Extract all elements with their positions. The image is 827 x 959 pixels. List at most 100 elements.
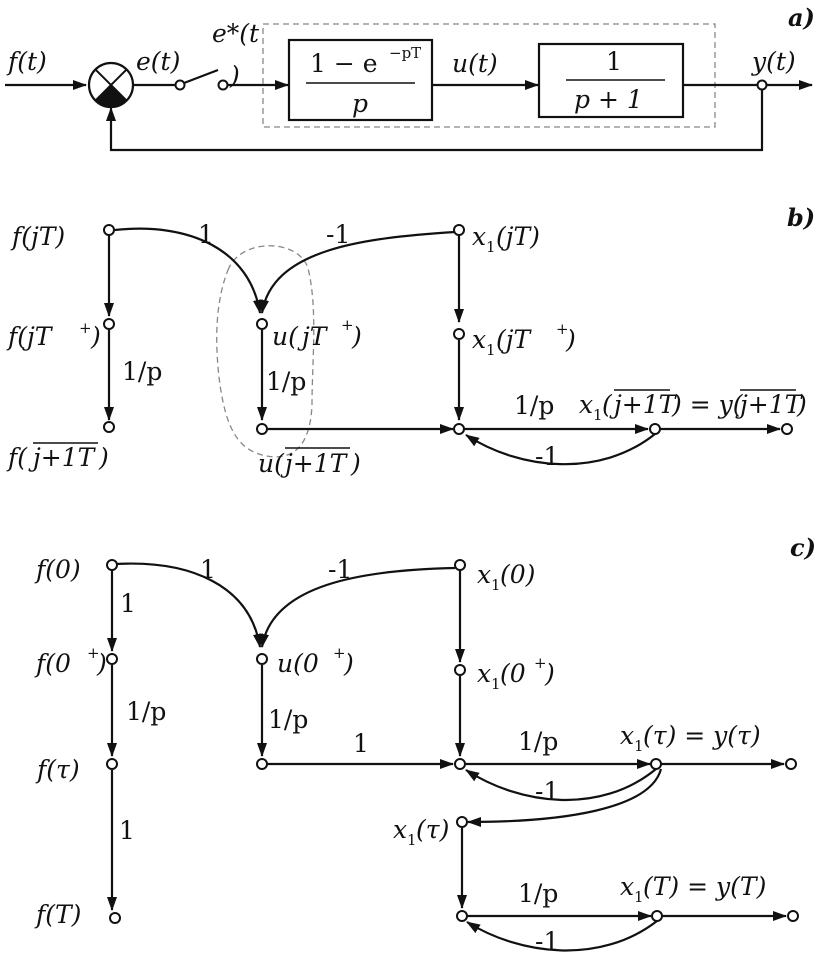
hold-block: [287, 38, 434, 122]
branch-x1-to-u: [259, 230, 456, 314]
label-x1-jTp-sub: 1: [486, 341, 496, 359]
label-c-fT: f(T): [34, 900, 81, 929]
label-f-jT-plus: f(jT: [6, 322, 54, 351]
node-output: [781, 423, 793, 435]
label-c-x1tau-sub: 1: [407, 831, 417, 849]
panel-c-signal-graph: c) f(0) 1: [34, 533, 816, 956]
label-c-x1tau-a: x: [393, 815, 407, 844]
gain-b-1p-right: 1/p: [514, 391, 554, 420]
sampler-node-right: [217, 79, 229, 91]
label-f-next-c: ): [98, 443, 109, 472]
node-c-x1tau-y: [650, 758, 662, 770]
node-f-jT: [103, 224, 115, 236]
summing-junction: [87, 61, 135, 109]
branch-c-x1-to-u: [259, 566, 456, 648]
label-x1-next-a: x: [579, 390, 593, 419]
label-c-u0p-close: ): [343, 649, 354, 678]
label-c-x10p-c: ): [544, 659, 555, 688]
label-f-jT: f(jT): [10, 222, 65, 251]
node-c-x1T-y: [651, 910, 663, 922]
node-c-output-T: [787, 910, 799, 922]
error-label: e(t): [136, 47, 180, 76]
label-x1-jTp-b: (jT: [496, 325, 533, 354]
branch-f-to-u: [114, 227, 263, 314]
input-label: f(t): [6, 47, 47, 76]
label-x1-next-e: j+1T: [735, 390, 804, 419]
gain-c-fb: -1: [535, 777, 559, 806]
node-c-u0p: [256, 653, 268, 665]
panel-b-signal-graph: b) f(jT) f(jT + ) 1/p f( j+1T: [6, 203, 815, 478]
gain-b-1p-left: 1/p: [122, 357, 162, 386]
gain-b-fb: -1: [535, 442, 559, 471]
node-u-next: [256, 423, 268, 435]
plant-denominator: p + 1: [574, 85, 643, 114]
label-x1-next-c: j+1T: [609, 390, 678, 419]
sampled-error-tail: ): [229, 61, 240, 90]
node-x1-next: [649, 423, 661, 435]
label-c-ftau: f(τ): [35, 755, 80, 784]
node-c-output-tau: [785, 758, 797, 770]
gain-c-1p-left: 1/p: [126, 697, 166, 726]
label-u-next-c: ): [350, 449, 361, 478]
label-c-x10-b: (0): [500, 560, 535, 589]
label-c-x10-sub: 1: [491, 576, 501, 594]
label-x1-next-b: (: [602, 390, 613, 419]
node-sum: [453, 423, 465, 435]
label-c-f0p-close: ): [96, 649, 107, 678]
hold-denominator: p: [352, 89, 368, 118]
label-f-jT-plus-sup: +: [79, 319, 92, 337]
label-c-u0p-sup: +: [333, 644, 346, 662]
gain-c-1p-mid: 1/p: [268, 705, 308, 734]
node-x1-jT: [453, 224, 465, 236]
node-c-x10p: [454, 664, 466, 676]
node-c-x1tau: [456, 816, 468, 828]
sampler-switch-blade: [183, 68, 219, 85]
gain-c-1p-bottom: 1/p: [518, 879, 558, 908]
label-c-x1T-y-b: (T) = y(T): [643, 872, 766, 901]
gain-c-1p-right: 1/p: [518, 727, 558, 756]
sampled-error-label: e*(t: [212, 19, 260, 48]
node-x1-jT-plus: [453, 328, 465, 340]
label-x1-jT-sub: 1: [486, 238, 496, 256]
node-f-jT-plus: [103, 318, 115, 330]
label-u-jT-plus-b: jT: [297, 322, 329, 351]
panel-c-tag: c): [790, 533, 816, 562]
label-c-u0p: u(0: [277, 649, 319, 678]
label-u-next-a: u(: [258, 449, 285, 478]
label-u-jT-plus-sup: +: [341, 316, 354, 334]
label-c-f0p-sup: +: [87, 644, 100, 662]
gain-b-1p-mid: 1/p: [266, 367, 306, 396]
label-x1-next-sub: 1: [593, 406, 603, 424]
gain-c-1-top: 1: [200, 555, 216, 584]
feedback-wire: [106, 90, 764, 152]
gain-c-m1-top: -1: [328, 555, 352, 584]
svg-text:): ): [90, 322, 101, 351]
label-u-jT-plus-a: u(: [272, 322, 299, 351]
panel-b-tag: b): [787, 203, 815, 232]
label-c-x1T-y-sub: 1: [634, 888, 644, 906]
u-node-group-outline: [216, 245, 315, 458]
control-label: u(t): [452, 49, 498, 78]
node-c-f0: [106, 559, 118, 571]
label-c-x10p-b: (0: [500, 659, 526, 688]
panel-a-tag: a): [788, 3, 815, 32]
node-f-next: [103, 421, 115, 433]
label-c-f0p: f(0: [34, 649, 71, 678]
label-f-next-a: f(: [6, 443, 28, 472]
label-u-next-b: j+1T: [280, 449, 349, 478]
output-pickoff-node: [756, 79, 768, 91]
label-c-x10p-a: x: [477, 659, 491, 688]
branch-c-feedback-m1: [465, 768, 657, 802]
branch-c-to-x1tau: [467, 768, 663, 827]
panel-a-block-diagram: a) f(t) e(t) e*(t ) 1 − e −pT p u(t): [5, 3, 815, 152]
label-c-x10-a: x: [477, 560, 491, 589]
label-x1-jTp-a: x: [472, 325, 486, 354]
label-c-x1tau-b: (τ): [416, 815, 449, 844]
label-x1-jTp-c: ): [565, 325, 576, 354]
label-c-x10p-sup: +: [534, 654, 547, 672]
label-x1-jTp-sup: +: [556, 320, 569, 338]
branch-c-f-to-u: [115, 562, 263, 648]
gain-c-1-mid: 1: [353, 729, 369, 758]
gain-c-1-left: 1: [120, 589, 136, 618]
